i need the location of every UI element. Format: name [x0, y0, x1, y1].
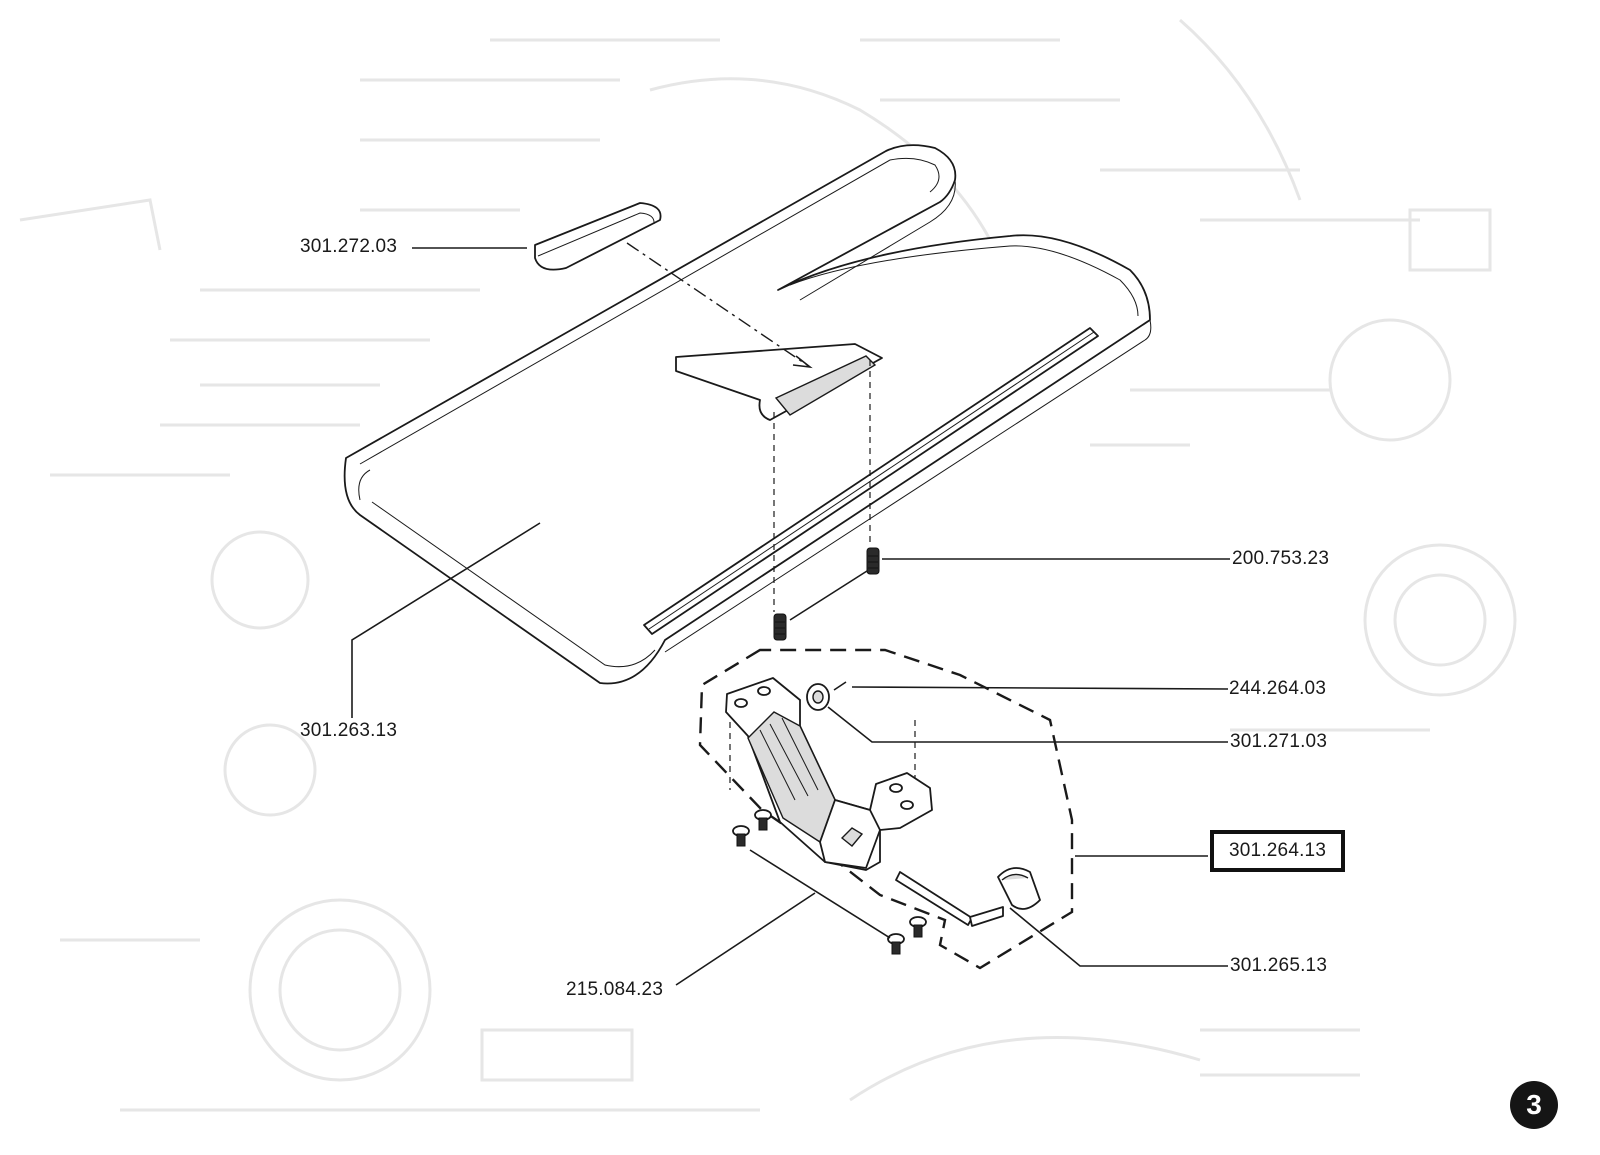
- part-label-lever: 301.265.13: [1230, 955, 1328, 976]
- part-label-roller: 301.271.03: [1230, 731, 1328, 752]
- cover-arrowhead: [792, 355, 813, 369]
- knee-lever: [895, 867, 1041, 927]
- leader-screws: [675, 892, 816, 986]
- fixing-screws: [732, 809, 927, 955]
- part-label-cover: 301.272.03: [300, 236, 398, 257]
- roller: [806, 683, 830, 711]
- leader-screws-bar: [749, 849, 891, 939]
- screw-d: [909, 916, 927, 938]
- pin: [833, 681, 847, 691]
- leader-lever: [1009, 907, 1228, 967]
- part-label-pin: 244.264.03: [1229, 678, 1327, 699]
- screw-b: [754, 809, 772, 831]
- table-plate: [343, 144, 1152, 685]
- leader-screw-spring-b: [789, 570, 868, 621]
- screw-c: [887, 933, 905, 955]
- part-label-table: 301.263.13: [300, 720, 398, 741]
- screw-a: [732, 825, 750, 847]
- spring-screw-left: [773, 613, 787, 641]
- page-number-badge: 3: [1510, 1081, 1558, 1129]
- table-ruler: [643, 327, 1099, 635]
- cover-assembly-path: [626, 242, 811, 368]
- leader-pin: [851, 686, 1229, 690]
- part-label-assembly: 301.264.13: [1210, 830, 1346, 872]
- background-bleed-through: [19, 18, 1517, 1112]
- part-label-spring-screw: 200.753.23: [1232, 548, 1330, 569]
- leader-lines: [351, 247, 1230, 986]
- leader-roller: [827, 706, 1228, 743]
- bracket: [725, 677, 933, 871]
- spring-screw-right: [866, 547, 880, 575]
- cover-insert: [534, 202, 662, 271]
- leader-table: [351, 522, 541, 718]
- assembly-boundary: [698, 648, 1074, 970]
- part-label-screws: 215.084.23: [566, 979, 664, 1000]
